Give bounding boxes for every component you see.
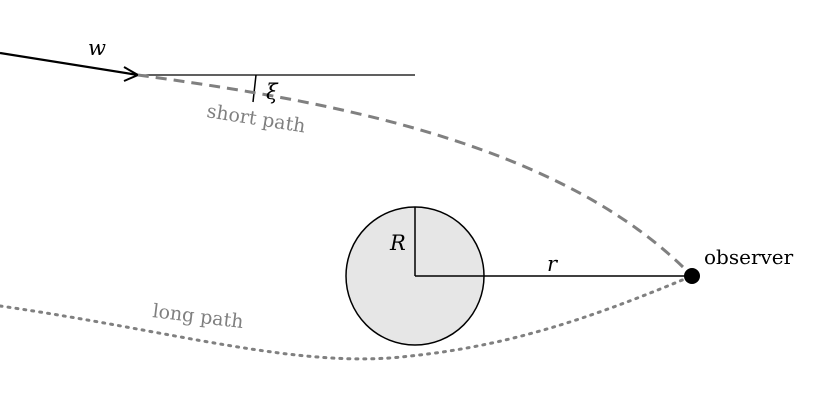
observer-dot	[684, 268, 700, 284]
long-path-label: long path	[151, 300, 244, 333]
wave-vector-line	[0, 51, 139, 77]
short-path-curve	[137, 73, 694, 278]
distance-label: r	[547, 252, 559, 276]
angle-label: ξ	[266, 80, 279, 104]
observer-label: observer	[704, 245, 794, 269]
short-path-label: short path	[205, 100, 307, 137]
angle-marker	[252, 74, 257, 103]
wave-vector-label: w	[88, 36, 106, 60]
long-path-curve	[0, 274, 694, 361]
radius-label: R	[389, 231, 406, 255]
